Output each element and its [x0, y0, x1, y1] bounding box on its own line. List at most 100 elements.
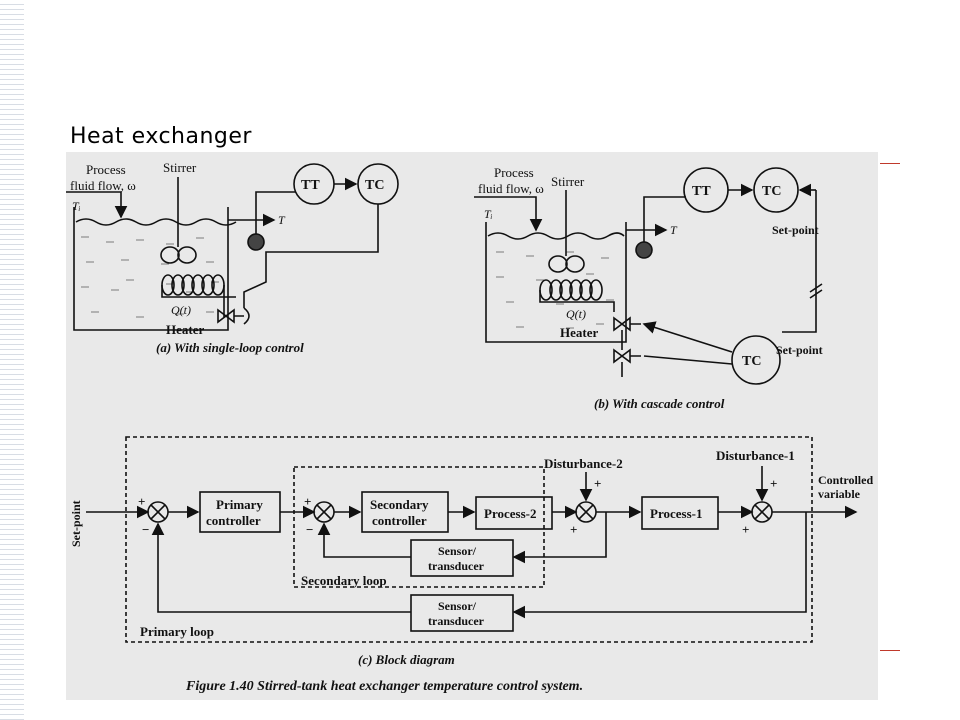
summing-junction-1-x [150, 504, 166, 520]
tank-a [73, 207, 229, 331]
tc-circle-b-lower [731, 335, 781, 385]
controlled-variable-label-2: variable [818, 487, 861, 501]
valve-b-lower [613, 348, 631, 364]
sensor-outer-label-2: transducer [428, 614, 485, 628]
tc-to-valve-b [642, 321, 733, 353]
valve-actuator-a [234, 307, 250, 325]
inlet-pipe-b [474, 196, 543, 232]
sensor-outer-label-1: Sensor/ [438, 599, 477, 613]
sensor-line-b [643, 196, 686, 242]
svg-text:+: + [304, 494, 311, 509]
primary-loop-label: Primary loop [140, 624, 214, 639]
svg-text:+: + [770, 476, 777, 491]
slide-margin-mark-bottom [880, 650, 900, 651]
summing-junction-4-x [754, 504, 770, 520]
inner-feedback-line [512, 512, 607, 564]
primary-controller-label-2: controller [206, 513, 261, 528]
primary-loop-boundary [125, 436, 813, 643]
process-fluid-label-b-2: fluid flow, ω [478, 181, 544, 196]
slide-stripe-decoration [0, 0, 24, 720]
inner-feedback-to-sum2 [317, 522, 411, 558]
panel-b-cascade: Process fluid flow, ω Tᵢ Stirrer Q(t) He… [474, 165, 823, 411]
tank-b-liquid-surface [487, 232, 625, 240]
tank-a-liquid-hatch [81, 236, 219, 318]
svg-text:+: + [594, 476, 601, 491]
stirrer-blade-right-a [177, 246, 197, 264]
ti-label-a: Tᵢ [72, 199, 81, 213]
heater-coil-a [161, 274, 236, 317]
svg-text:+: + [138, 494, 145, 509]
flow-feedback-b [643, 355, 733, 365]
junction-signs: + − + − + + + + [138, 476, 777, 537]
summing-junction-3-x [578, 504, 594, 520]
sensor-bulb-a [247, 233, 265, 251]
stirrer-blade-left-b [548, 255, 568, 273]
svg-text:+: + [570, 522, 577, 537]
sensor-inner-label-2: transducer [428, 559, 485, 573]
stirrer-label-b: Stirrer [551, 174, 585, 189]
heat-exchanger-figure: Process fluid flow, ω Tᵢ Stirrer Q(t) He… [66, 152, 878, 700]
inlet-pipe-a [66, 191, 128, 219]
sensor-inner-block [410, 539, 514, 577]
panel-a-single-loop: Process fluid flow, ω Tᵢ Stirrer Q(t) He… [66, 160, 399, 355]
svg-text:−: − [142, 522, 149, 537]
tank-b [485, 222, 627, 343]
process-fluid-label-a-2: fluid flow, ω [70, 178, 136, 193]
stirrer-label-a: Stirrer [163, 160, 197, 175]
heater-label-a: Heater [166, 322, 204, 337]
disturbance1-label: Disturbance-1 [716, 448, 795, 463]
process2-label: Process-2 [484, 506, 536, 521]
stirrer-blade-left-a [160, 246, 180, 264]
t-label-a: T [278, 213, 286, 227]
secondary-loop-label: Secondary loop [301, 573, 387, 588]
sensor-bulb-b [635, 241, 653, 259]
secondary-controller-label-1: Secondary [370, 497, 429, 512]
setpoint-label-c: Set-point [69, 500, 83, 547]
line-break-mark [809, 283, 823, 299]
summing-junction-2-x [316, 504, 332, 520]
valve-b-stems [630, 323, 641, 357]
t-label-b: T [670, 223, 678, 237]
figure-caption: Figure 1.40 Stirred-tank heat exchanger … [185, 679, 583, 694]
disturbance2-label: Disturbance-2 [544, 456, 623, 471]
slide-title: Heat exchanger [70, 124, 252, 149]
controlled-variable-label-1: Controlled [818, 473, 873, 487]
setpoint-label-b-top: Set-point [772, 223, 819, 237]
primary-controller-label-1: Primary [216, 497, 263, 512]
scan-background [66, 152, 878, 700]
panel-b-caption: (b) With cascade control [594, 396, 725, 411]
secondary-loop-boundary [293, 466, 545, 588]
valve-b-upper [613, 316, 631, 332]
ti-label-b: Tᵢ [484, 207, 493, 221]
slide-margin-mark-top [880, 163, 900, 164]
tt-label-b: TT [692, 184, 711, 199]
secondary-controller-label-2: controller [372, 513, 427, 528]
figure-svg: Process fluid flow, ω Tᵢ Stirrer Q(t) He… [66, 152, 878, 700]
tc-label-a: TC [365, 178, 384, 193]
tt-label-a: TT [301, 178, 320, 193]
setpoint-label-b-lower: Set-point [776, 343, 823, 357]
process1-block [641, 496, 719, 530]
tc-label-b-top: TC [762, 184, 781, 199]
tc-circle-b-top [753, 167, 799, 213]
stirrer-blade-right-b [565, 255, 585, 273]
sensor-inner-label-1: Sensor/ [438, 544, 477, 558]
process-fluid-label-b-1: Process [494, 165, 534, 180]
tank-a-liquid-surface [75, 218, 237, 226]
q-label-a: Q(t) [171, 303, 191, 317]
panel-c-block-diagram: Set-point Primary controller Secondary c… [69, 436, 873, 667]
heater-coil-b [539, 279, 615, 312]
q-label-b: Q(t) [566, 307, 586, 321]
valve-a [217, 308, 235, 324]
process-fluid-label-a-1: Process [86, 162, 126, 177]
svg-text:−: − [306, 522, 313, 537]
outer-feedback-line [512, 512, 807, 619]
process1-label: Process-1 [650, 506, 702, 521]
heater-label-b: Heater [560, 325, 598, 340]
svg-text:+: + [742, 522, 749, 537]
tank-b-liquid-hatch [496, 251, 614, 329]
tc-to-valve-a [243, 204, 379, 308]
panel-c-caption: (c) Block diagram [358, 652, 455, 667]
outer-feedback-to-sum1 [151, 522, 411, 613]
sensor-outer-block [410, 594, 514, 632]
